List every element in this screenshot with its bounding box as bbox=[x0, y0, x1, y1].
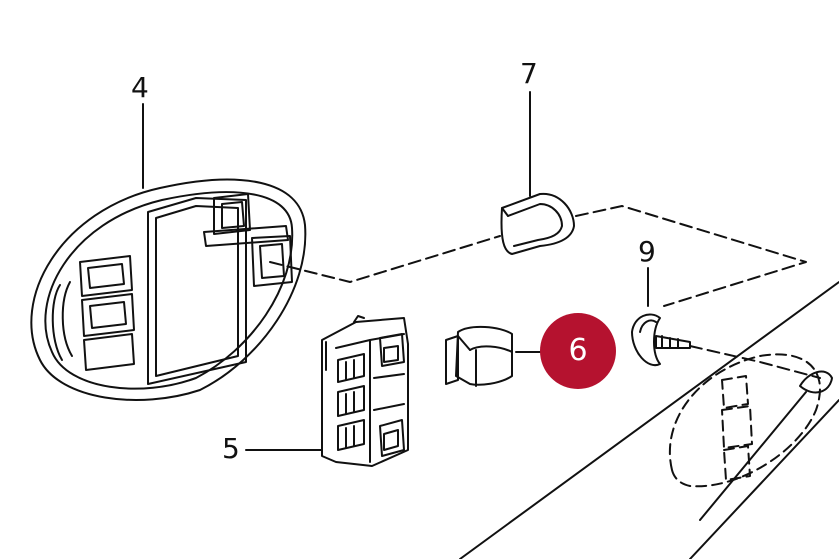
dashed-line-4-7 bbox=[269, 235, 501, 283]
callout-7: 7 bbox=[520, 57, 538, 90]
callout-6-highlighted[interactable]: 6 bbox=[540, 313, 616, 389]
callout-4: 4 bbox=[131, 71, 149, 104]
dashed-line-9-door bbox=[689, 345, 821, 379]
dashed-line-7-9 bbox=[575, 205, 807, 307]
part-7-cap bbox=[500, 192, 575, 255]
callout-5: 5 bbox=[222, 432, 240, 465]
door-recess bbox=[668, 353, 821, 488]
door-panel bbox=[459, 281, 839, 559]
part-9-screw bbox=[631, 313, 691, 367]
part-5-holder bbox=[321, 315, 409, 467]
part-6-clip bbox=[445, 326, 513, 387]
part-4-mirror-plate bbox=[30, 178, 307, 401]
callout-9: 9 bbox=[638, 235, 656, 268]
